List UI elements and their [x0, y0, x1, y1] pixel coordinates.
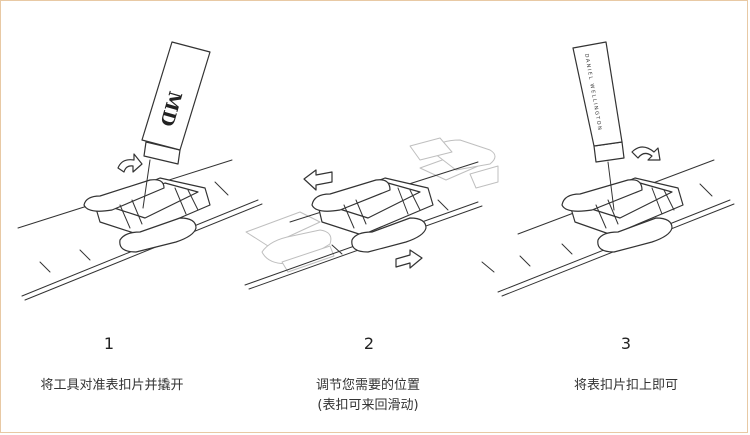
step1-caption: 将工具对准表扣片并撬开 — [40, 378, 184, 393]
step3-number: 3 — [620, 334, 632, 353]
step1-tool — [141, 41, 211, 151]
step2-caption-line2: (表扣可来回滑动) — [317, 398, 419, 413]
step3-caption: 将表扣片扣上即可 — [573, 378, 678, 393]
step3-tool — [572, 41, 623, 147]
step2-number: 2 — [363, 334, 375, 353]
step2-caption-line1: 调节您需要的位置 — [315, 378, 420, 393]
step1-illustration: MD — [17, 41, 263, 301]
step1-number: 1 — [103, 334, 115, 353]
step3-illustration: DANIEL WELLINGTON — [481, 41, 735, 297]
step2-illustration — [244, 137, 499, 290]
